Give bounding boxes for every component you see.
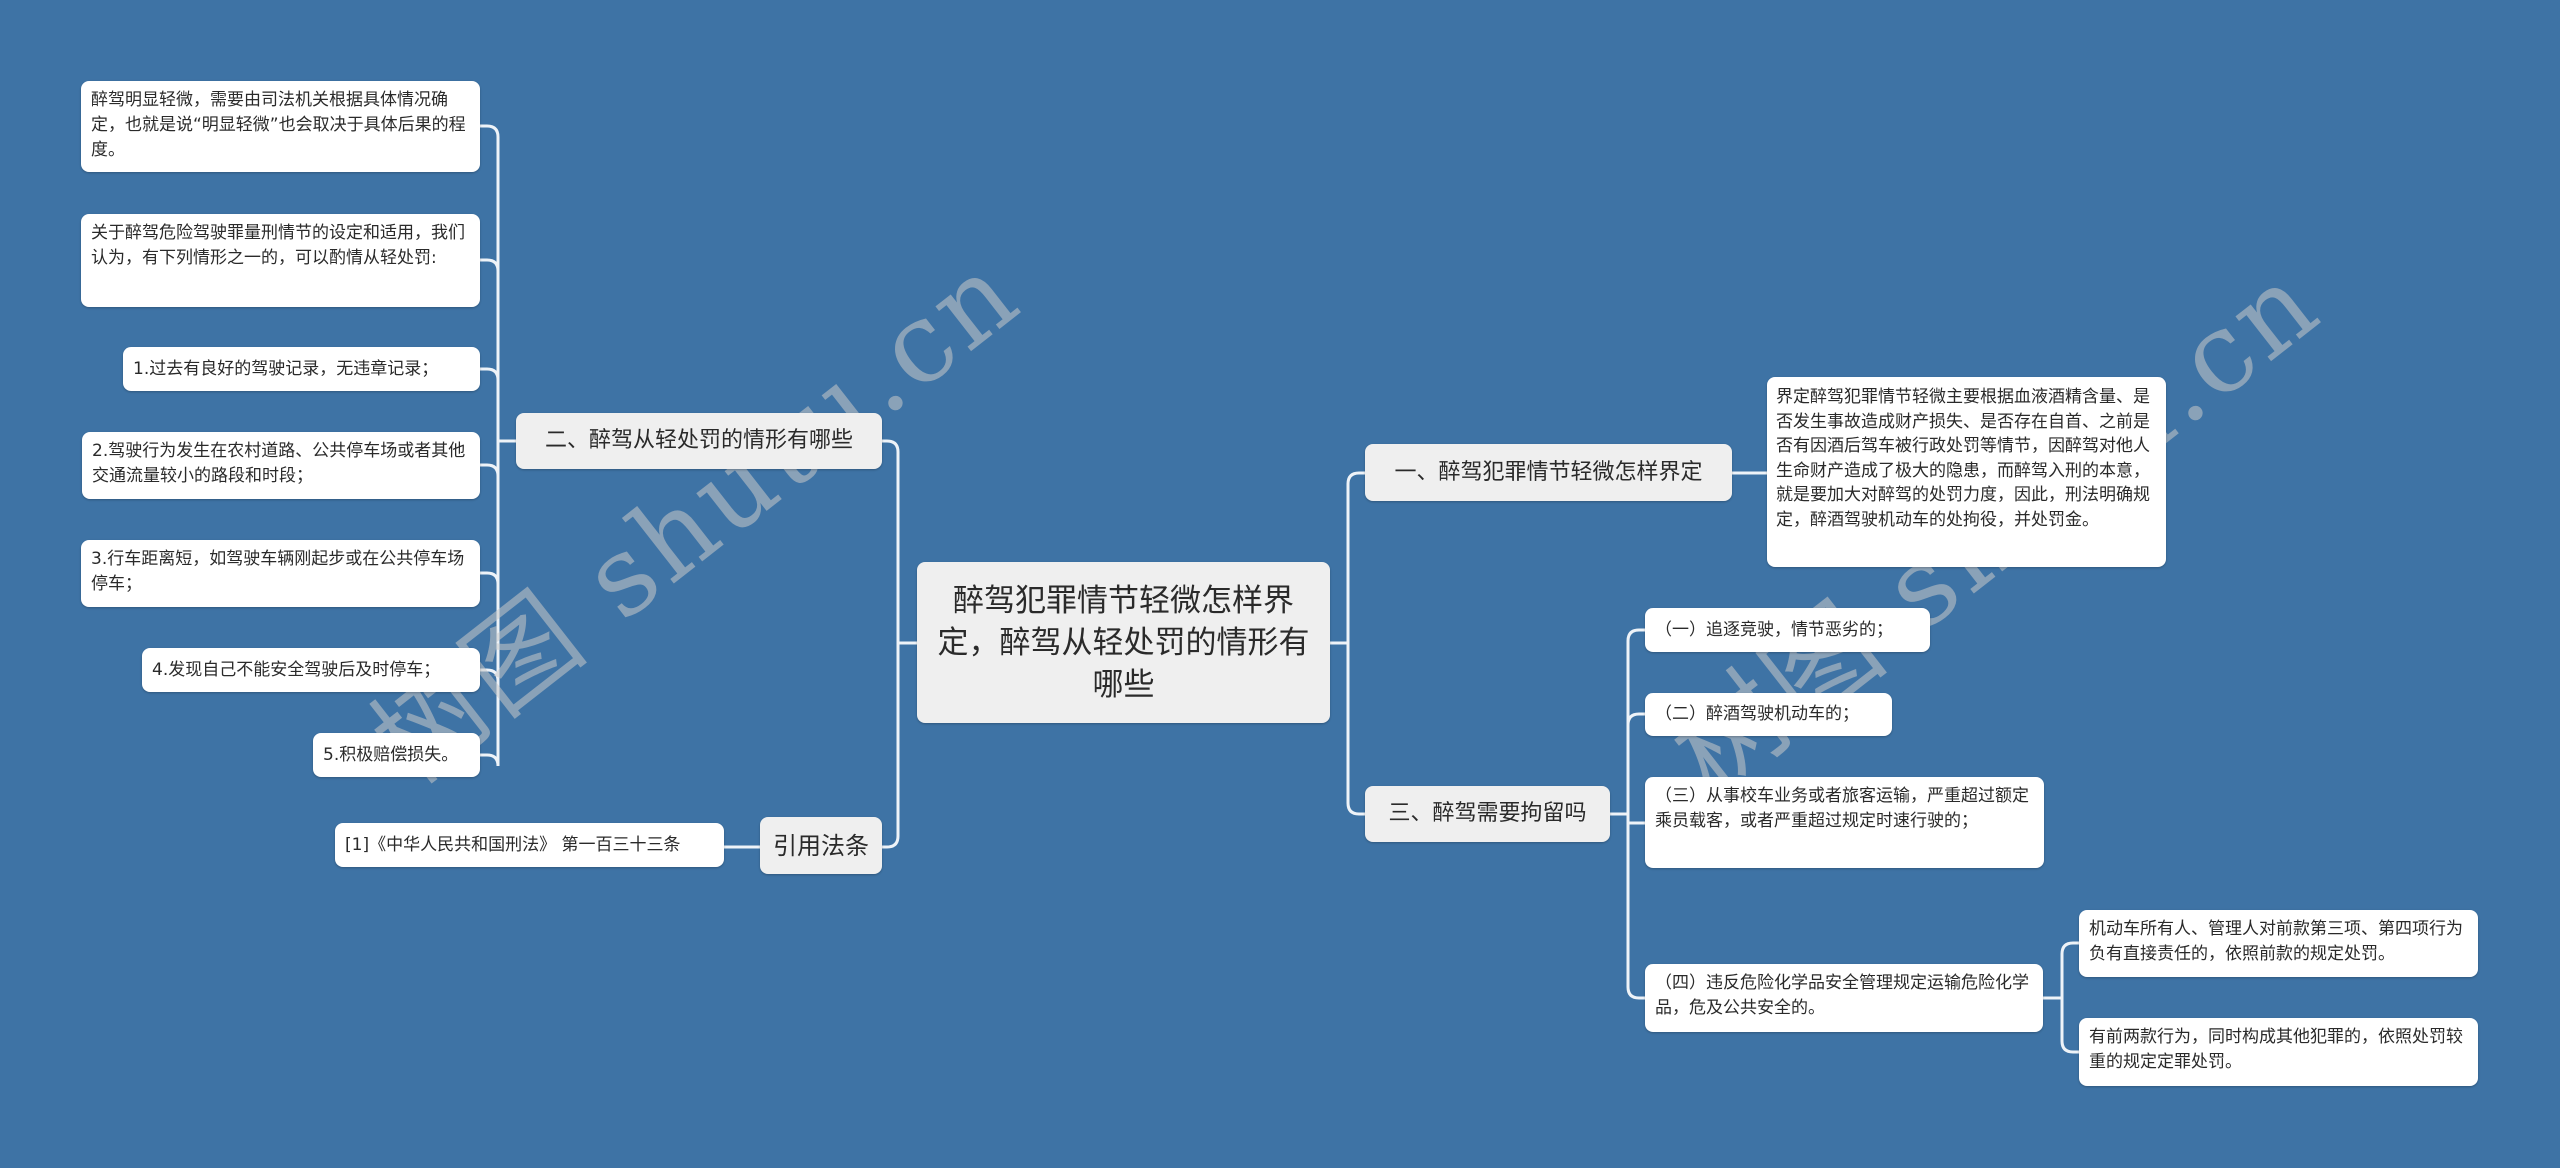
leaf-item-5[interactable]: 5.积极赔偿损失。 [313,733,480,777]
branch-detention[interactable]: 三、醉驾需要拘留吗 [1365,786,1610,842]
root-node[interactable]: 醉驾犯罪情节轻微怎样界定，醉驾从轻处罚的情形有哪些 [917,562,1330,723]
leaf-text: 5.积极赔偿损失。 [323,744,459,765]
leaf-case-1[interactable]: （一）追逐竞驶，情节恶劣的； [1645,608,1930,652]
leaf-item-3[interactable]: 3.行车距离短，如驾驶车辆刚起步或在公共停车场停车； [81,540,480,607]
leaf-text: 关于醉驾危险驾驶罪量刑情节的设定和适用，我们认为，有下列情形之一的，可以酌情从轻… [91,223,465,268]
leaf-text: 机动车所有人、管理人对前款第三项、第四项行为负有直接责任的，依照前款的规定处罚。 [2089,919,2463,964]
leaf-item-4[interactable]: 4.发现自己不能安全驾驶后及时停车； [142,648,480,692]
leaf-obvious-minor[interactable]: 醉驾明显轻微，需要由司法机关根据具体情况确定，也就是说“明显轻微”也会取决于具体… [81,81,480,172]
leaf-text: [1]《中华人民共和国刑法》 第一百三十三条 [345,834,681,855]
leaf-case-2[interactable]: （二）醉酒驾驶机动车的； [1645,693,1892,736]
leaf-text: 有前两款行为，同时构成其他犯罪的，依照处罚较重的规定定罪处罚。 [2089,1027,2463,1072]
branch-label: 一、醉驾犯罪情节轻微怎样界定 [1394,459,1703,485]
leaf-other-crimes[interactable]: 有前两款行为，同时构成其他犯罪的，依照处罚较重的规定定罪处罚。 [2079,1018,2478,1086]
branch-how-to-define[interactable]: 一、醉驾犯罪情节轻微怎样界定 [1365,444,1732,501]
leaf-text: （一）追逐竞驶，情节恶劣的； [1655,619,1893,640]
leaf-text: （四）违反危险化学品安全管理规定运输危险化学品，危及公共安全的。 [1655,973,2029,1018]
leaf-text: （三）从事校车业务或者旅客运输，严重超过额定乘员载客，或者严重超过规定时速行驶的… [1655,786,2029,831]
branch-label: 三、醉驾需要拘留吗 [1388,801,1587,826]
leaf-text: 界定醉驾犯罪情节轻微主要根据血液酒精含量、是否发生事故造成财产损失、是否存在自首… [1776,387,2150,530]
leaf-case-4[interactable]: （四）违反危险化学品安全管理规定运输危险化学品，危及公共安全的。 [1645,964,2043,1032]
leaf-text: 1.过去有良好的驾驶记录，无违章记录； [133,358,439,379]
root-node-label: 醉驾犯罪情节轻微怎样界定，醉驾从轻处罚的情形有哪些 [937,582,1310,703]
leaf-sentencing-intro[interactable]: 关于醉驾危险驾驶罪量刑情节的设定和适用，我们认为，有下列情形之一的，可以酌情从轻… [81,214,480,307]
leaf-text: 3.行车距离短，如驾驶车辆刚起步或在公共停车场停车； [91,549,465,594]
branch-label: 引用法条 [773,831,869,860]
leaf-text: （二）醉酒驾驶机动车的； [1655,704,1859,724]
leaf-item-2[interactable]: 2.驾驶行为发生在农村道路、公共停车场或者其他交通流量较小的路段和时段； [82,432,480,499]
leaf-citation[interactable]: [1]《中华人民共和国刑法》 第一百三十三条 [335,823,724,867]
leaf-text: 4.发现自己不能安全驾驶后及时停车； [152,659,441,680]
leaf-text: 醉驾明显轻微，需要由司法机关根据具体情况确定，也就是说“明显轻微”也会取决于具体… [91,90,466,160]
branch-mitigating-circumstances[interactable]: 二、醉驾从轻处罚的情形有哪些 [516,413,882,469]
leaf-case-3[interactable]: （三）从事校车业务或者旅客运输，严重超过额定乘员载客，或者严重超过规定时速行驶的… [1645,777,2044,868]
leaf-owner-liability[interactable]: 机动车所有人、管理人对前款第三项、第四项行为负有直接责任的，依照前款的规定处罚。 [2079,910,2478,977]
leaf-text: 2.驾驶行为发生在农村道路、公共停车场或者其他交通流量较小的路段和时段； [92,441,466,486]
branch-label: 二、醉驾从轻处罚的情形有哪些 [544,428,853,453]
branch-cited-law[interactable]: 引用法条 [760,817,882,874]
leaf-item-1[interactable]: 1.过去有良好的驾驶记录，无违章记录； [123,347,480,391]
leaf-definition[interactable]: 界定醉驾犯罪情节轻微主要根据血液酒精含量、是否发生事故造成财产损失、是否存在自首… [1767,377,2166,567]
